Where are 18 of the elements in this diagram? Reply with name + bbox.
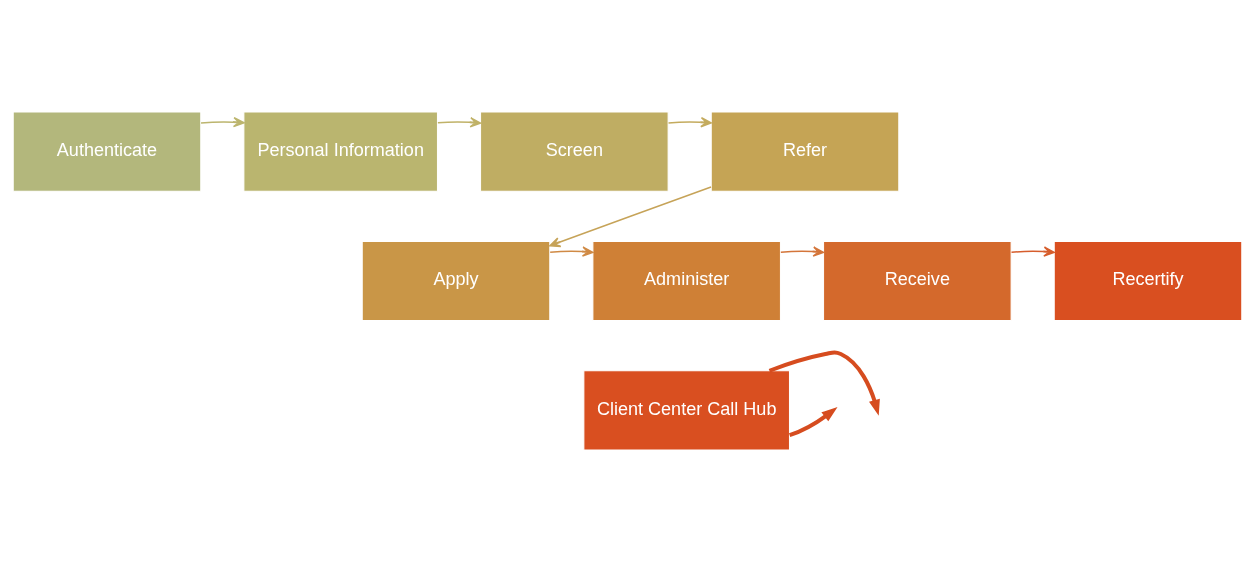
arrow: [549, 185, 712, 247]
arrow: [549, 245, 594, 257]
node-box: Refer: [710, 111, 900, 192]
node-box: Screen: [480, 111, 669, 192]
node-box: Receive: [823, 240, 1012, 321]
arrow: [200, 116, 245, 127]
node-box: Authenticate: [12, 111, 202, 192]
node-box: Client Center Call Hub: [583, 369, 790, 450]
arrow: [788, 406, 838, 437]
node-box: Personal Information: [243, 111, 438, 192]
arrow: [780, 245, 825, 257]
node-box: Apply: [361, 240, 551, 321]
arrow: [667, 116, 712, 127]
node-box: Recertify: [1053, 240, 1243, 321]
node-box: Administer: [592, 240, 781, 321]
arrow: [1010, 245, 1055, 257]
arrow: [768, 350, 880, 416]
arrow: [437, 116, 482, 128]
